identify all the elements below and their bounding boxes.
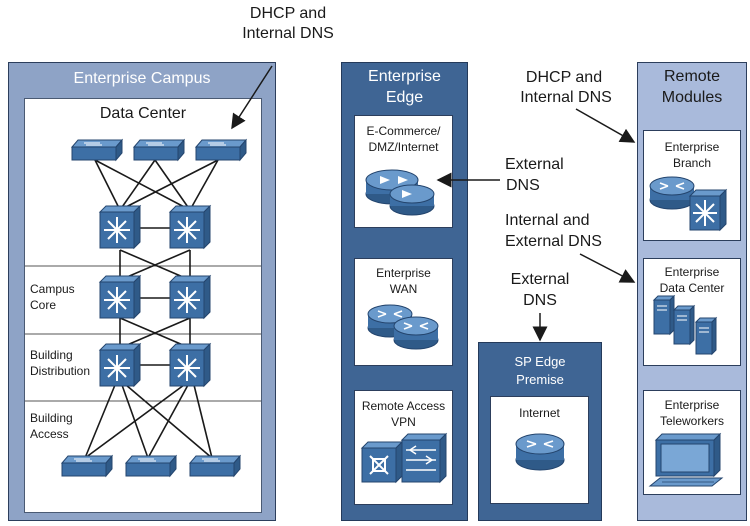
access-switch-1: [60, 454, 114, 478]
annotation-dhcp-top-l2: Internal DNS: [242, 25, 334, 42]
vpn-label-l1: Remote Access: [361, 399, 446, 413]
enterprise-edge-title-l2: Edge: [385, 89, 424, 106]
enterprise-campus-title: Enterprise Campus: [73, 70, 211, 87]
annotation-external-dns-2-l1: External: [510, 271, 570, 288]
server-icon-3: [694, 316, 718, 356]
branch-label-l1: Enterprise: [664, 140, 720, 154]
wan-label-l2: WAN: [389, 282, 418, 296]
remote-dc-label-l1: Enterprise: [664, 265, 720, 279]
wan-router-icon-2: [393, 316, 439, 350]
sp-edge-title-l1: SP Edge: [514, 354, 566, 369]
internet-router-icon: [515, 433, 565, 471]
remote-modules-title-l2: Modules: [661, 89, 723, 106]
workgroup-switch-3: [194, 138, 248, 162]
ml-switch-core-left: [98, 274, 142, 320]
vpn-firewall-icon: [400, 432, 448, 484]
workgroup-switch-1: [70, 138, 124, 162]
access-switch-2: [124, 454, 178, 478]
arrow-int-ext-dns: [579, 253, 636, 283]
remote-dc-label-l2: Data Center: [659, 281, 725, 295]
server-icon-2: [672, 304, 696, 346]
building-dist-label-l2: Distribution: [30, 364, 91, 378]
vpn-concentrator-icon: [360, 440, 404, 484]
workgroup-switch-2: [132, 138, 186, 162]
access-switch-3: [188, 454, 242, 478]
internet-label: Internet: [519, 406, 560, 420]
branch-switch-icon: [688, 188, 728, 232]
annotation-int-ext-dns-l1: Internal and: [505, 212, 590, 229]
branch-label-l2: Branch: [672, 156, 712, 170]
annotation-dhcp-top-l1: DHCP and: [249, 5, 327, 22]
ml-switch-dc-left: [98, 204, 142, 250]
ml-switch-dist-left: [98, 342, 142, 388]
teleworkers-label-l2: Teleworkers: [659, 414, 725, 428]
ecommerce-label-l2: DMZ/Internet: [368, 140, 439, 154]
teleworkers-label-l1: Enterprise: [664, 398, 720, 412]
arrow-right-dhcp: [575, 108, 636, 143]
vpn-label-l2: VPN: [391, 415, 416, 429]
annotation-external-dns-1-l1: External: [505, 156, 564, 173]
branch-router-icon: [649, 176, 695, 210]
annotation-external-dns-1-l2: DNS: [506, 177, 540, 194]
building-access-label-l2: Access: [30, 427, 69, 441]
ecommerce-label-l1: E-Commerce/: [366, 124, 441, 138]
campus-links: [84, 159, 219, 459]
building-dist-label-l1: Building: [30, 348, 73, 362]
arrow-top-dhcp: [231, 65, 273, 130]
sp-edge-title-l2: Premise: [516, 372, 564, 387]
ml-switch-core-right: [168, 274, 212, 320]
content-switch-icon: [365, 169, 435, 216]
workstation-icon: [648, 432, 724, 487]
annotation-int-ext-dns-l2: External DNS: [505, 233, 602, 250]
annotation-external-dns-2-l2: DNS: [523, 292, 557, 309]
annotation-dhcp-right-l2: Internal DNS: [520, 89, 612, 106]
ml-switch-dist-right: [168, 342, 212, 388]
building-access-label-l1: Building: [30, 411, 73, 425]
campus-core-label-l2: Core: [30, 298, 57, 312]
remote-modules-title-l1: Remote: [663, 68, 721, 85]
ml-switch-dc-right: [168, 204, 212, 250]
campus-core-label-l1: Campus: [30, 282, 75, 296]
annotation-dhcp-right-l1: DHCP and: [525, 69, 603, 86]
data-center-label: Data Center: [99, 105, 187, 122]
enterprise-edge-title-l1: Enterprise: [368, 68, 441, 85]
wan-label-l1: Enterprise: [376, 266, 431, 280]
server-icon-1: [652, 294, 676, 336]
